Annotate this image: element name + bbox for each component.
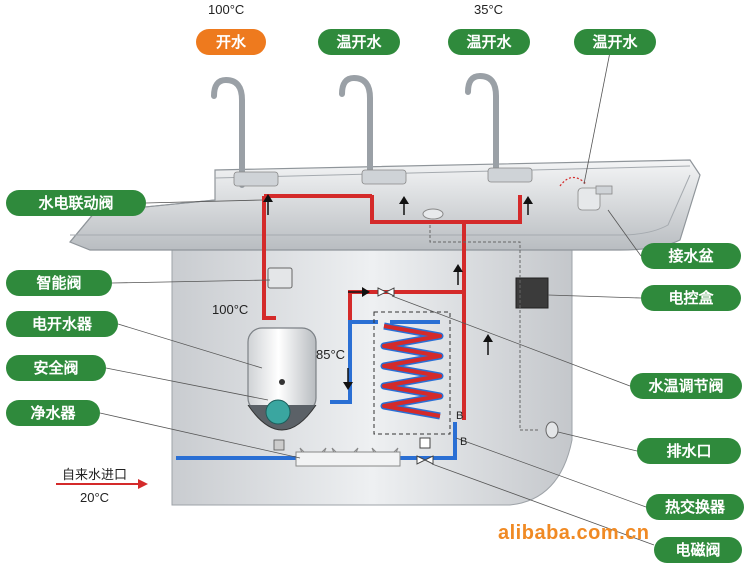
smart-valve [267, 267, 293, 289]
label-drain: 排水口 [637, 438, 741, 464]
temp-label-100: 100°C [212, 302, 249, 317]
inlet-temp: 20°C [80, 490, 110, 505]
marker-b-upper: B [456, 410, 464, 422]
temp-label-warm: 35°C [474, 2, 504, 17]
faucet-warm-2 [465, 72, 533, 183]
label-control-box: 电控盒 [641, 285, 741, 311]
drain-outlet [429, 225, 559, 439]
control-box [515, 277, 549, 309]
boiler-tank [247, 327, 317, 451]
leader-lines [99, 51, 655, 546]
watermark: alibaba.com.cn [498, 522, 650, 544]
label-safety-valve: 安全阀 [6, 355, 106, 381]
label-basin: 接水盆 [641, 243, 741, 269]
label-solenoid: 电磁阀 [654, 537, 742, 563]
temp-label-85: 85°C [316, 347, 346, 362]
marker-b-lower: B [460, 436, 468, 448]
purifier-cartridges [295, 447, 401, 467]
cabinet [171, 239, 573, 506]
inlet-label: 自来水进口 [62, 468, 128, 483]
label-temp-valve: 水温调节阀 [630, 373, 742, 399]
flow-arrows [263, 194, 533, 390]
sink-drain-cap [422, 208, 444, 220]
inlet-arrow [56, 479, 148, 489]
label-purifier: 净水器 [6, 400, 100, 426]
faucet-boil [211, 76, 279, 188]
tap-label-warm-2: 温开水 [448, 29, 530, 55]
label-linked-valve: 水电联动阀 [6, 190, 146, 216]
solenoid-valve [416, 437, 434, 465]
label-heat-exchanger: 热交换器 [646, 494, 744, 520]
temp-label-boil: 100°C [208, 2, 245, 17]
cold-pipes [176, 320, 457, 460]
sink-trough [69, 159, 701, 251]
hot-pipes [262, 194, 522, 420]
faucet-small [559, 176, 613, 211]
label-boiler: 电开水器 [6, 311, 118, 337]
faucet-warm-1 [339, 74, 407, 185]
tap-label-warm-3: 温开水 [574, 29, 656, 55]
heat-exchanger [373, 311, 451, 435]
tap-label-warm-1: 温开水 [318, 29, 400, 55]
label-smart-valve: 智能阀 [6, 270, 112, 296]
temp-regulating-valve [377, 287, 395, 297]
tap-label-boil: 开水 [196, 29, 266, 55]
